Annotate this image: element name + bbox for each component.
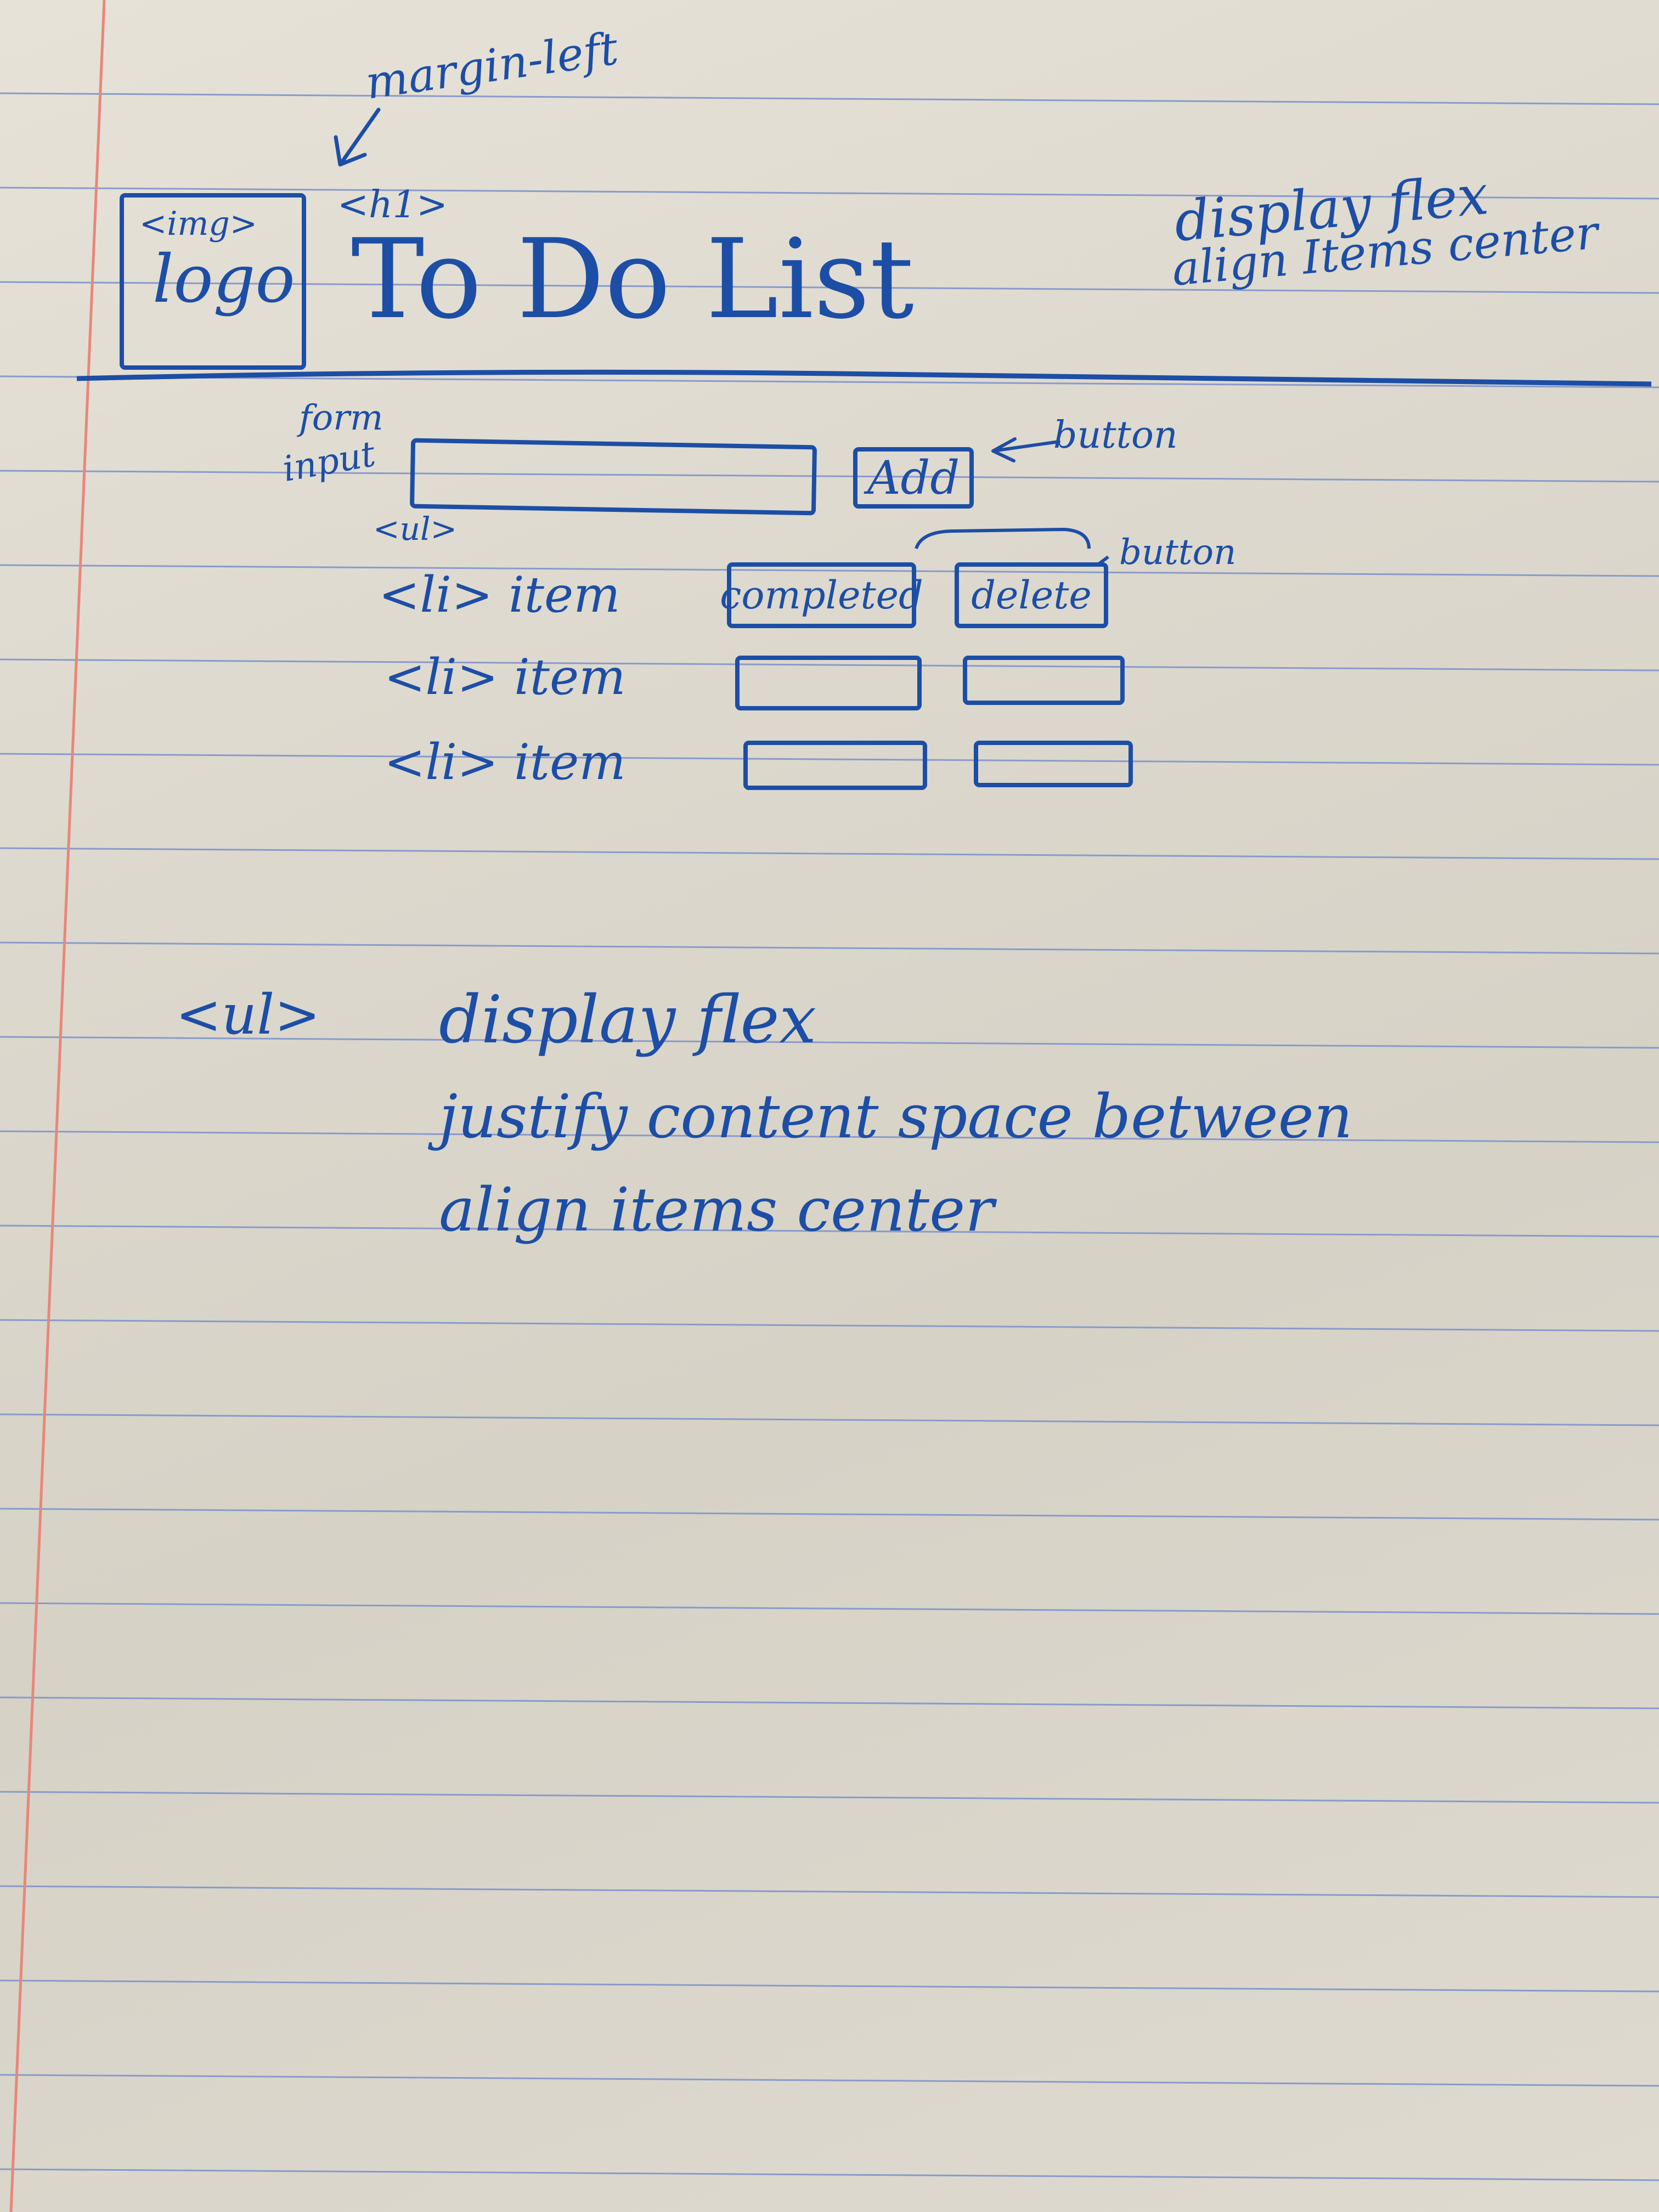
form-label: form xyxy=(299,398,383,438)
add-button-arrow xyxy=(991,437,1060,462)
ul-tag-note: <ul> xyxy=(373,510,458,548)
ruled-line xyxy=(0,1979,1659,1993)
ruled-line xyxy=(0,2074,1659,2087)
completed-button-label: completed xyxy=(720,573,923,618)
ul-notes-line3: align items center xyxy=(439,1175,994,1245)
list-item-label: <li> item xyxy=(379,566,620,624)
ruled-line xyxy=(0,1319,1659,1332)
delete-button-label: delete xyxy=(971,573,1092,618)
ruled-line xyxy=(0,375,1659,388)
ruled-line xyxy=(0,847,1659,860)
img-tag-note: <img> xyxy=(139,205,258,243)
ruled-line xyxy=(0,941,1659,955)
delete-button[interactable] xyxy=(963,656,1125,705)
header-divider-line xyxy=(76,369,1652,387)
ruled-line xyxy=(0,1224,1659,1238)
completed-button[interactable] xyxy=(743,741,927,790)
logo-box: <img> logo xyxy=(120,193,306,370)
margin-left-arrow xyxy=(334,108,381,167)
ruled-line xyxy=(0,1602,1659,1615)
ruled-line xyxy=(0,92,1659,105)
ruled-line xyxy=(0,753,1659,766)
ruled-line xyxy=(0,1130,1659,1143)
margin-line xyxy=(9,0,106,2212)
ul-notes-line1: display flex xyxy=(439,982,817,1058)
add-button-label: Add xyxy=(867,451,960,505)
button-note-add: button xyxy=(1053,414,1178,457)
delete-button[interactable] xyxy=(974,741,1133,787)
todo-input[interactable] xyxy=(409,438,817,516)
completed-button[interactable]: completed xyxy=(720,562,923,628)
list-item-label: <li> item xyxy=(384,648,626,706)
ruled-line xyxy=(0,470,1659,483)
buttons-bracket xyxy=(915,527,1091,550)
ruled-line xyxy=(0,658,1659,672)
ul-notes-line2: justify content space between xyxy=(439,1081,1353,1152)
ruled-line xyxy=(0,1508,1659,1521)
page-title: To Do List xyxy=(351,216,914,343)
ruled-line xyxy=(0,1696,1659,1709)
list-item-label: <li> item xyxy=(384,733,626,791)
delete-button[interactable]: delete xyxy=(955,562,1108,628)
ruled-line xyxy=(0,281,1659,294)
ruled-line xyxy=(0,1791,1659,1804)
ruled-line xyxy=(0,564,1659,577)
ruled-line xyxy=(0,1036,1659,1049)
h1-tag-note: <h1> xyxy=(337,183,448,227)
completed-button[interactable] xyxy=(735,656,922,710)
button-note-list: button xyxy=(1119,532,1237,573)
ruled-line xyxy=(0,1413,1659,1426)
ruled-line xyxy=(0,2168,1659,2181)
ul-notes-tag: <ul> xyxy=(176,983,320,1047)
ruled-line xyxy=(0,1885,1659,1898)
logo-text: logo xyxy=(153,241,295,318)
add-button[interactable]: Add xyxy=(853,447,974,509)
ruled-line xyxy=(0,187,1659,200)
